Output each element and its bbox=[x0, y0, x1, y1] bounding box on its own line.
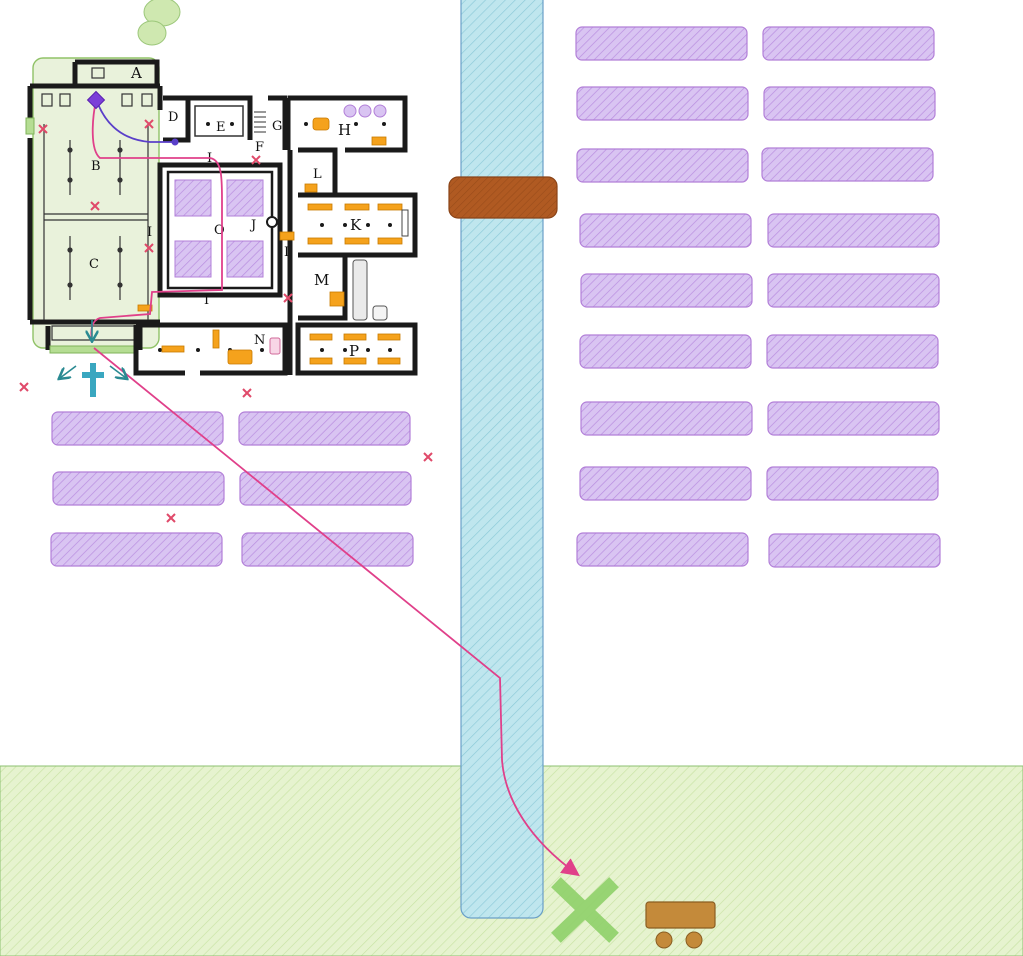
route-purple-end bbox=[171, 138, 179, 146]
plot[interactable] bbox=[576, 86, 749, 121]
plot[interactable] bbox=[768, 533, 941, 568]
plot[interactable] bbox=[766, 334, 939, 369]
room-label-l: L bbox=[313, 167, 322, 182]
x-marker-icon bbox=[144, 243, 154, 253]
plot[interactable] bbox=[51, 411, 224, 446]
x-marker-icon bbox=[19, 382, 29, 392]
monastery-plan: A B C D E F G H I I I I J K L M N O P bbox=[25, 57, 418, 376]
garth-bed[interactable] bbox=[174, 179, 212, 217]
bridge[interactable] bbox=[448, 176, 558, 219]
x-marker-icon bbox=[38, 124, 48, 134]
room-label-c: C bbox=[89, 257, 99, 272]
room-label-b: B bbox=[91, 159, 101, 174]
plot[interactable] bbox=[238, 411, 411, 446]
room-label-d: D bbox=[168, 110, 178, 125]
plot[interactable] bbox=[575, 26, 748, 61]
teal-arrows bbox=[60, 320, 126, 378]
x-marker-icon bbox=[283, 293, 293, 303]
room-label-j: J bbox=[249, 218, 256, 233]
room-label-h: H bbox=[338, 121, 351, 139]
river bbox=[460, 0, 544, 919]
destination-x-icon[interactable] bbox=[551, 877, 619, 943]
x-marker-icon bbox=[423, 452, 433, 462]
room-label-i: I bbox=[147, 225, 152, 240]
hedge bbox=[49, 345, 137, 354]
route-purple[interactable] bbox=[97, 103, 174, 143]
room-label-i: I bbox=[284, 245, 289, 260]
x-marker-icon bbox=[166, 513, 176, 523]
cloister-garth bbox=[166, 170, 274, 290]
x-markers bbox=[19, 119, 433, 523]
purple-diamond-icon[interactable] bbox=[86, 90, 106, 110]
x-marker-icon bbox=[242, 388, 252, 398]
plot[interactable] bbox=[762, 26, 935, 61]
furniture bbox=[137, 117, 403, 365]
plot[interactable] bbox=[576, 532, 749, 567]
christian-cross-icon[interactable] bbox=[82, 363, 104, 397]
bush-top bbox=[137, 0, 181, 46]
x-marker-icon bbox=[90, 201, 100, 211]
x-marker-icon bbox=[251, 155, 261, 165]
plot[interactable] bbox=[580, 401, 753, 436]
room-label-m: M bbox=[314, 271, 329, 289]
plot[interactable] bbox=[579, 213, 752, 248]
plot[interactable] bbox=[766, 466, 939, 501]
plot[interactable] bbox=[579, 466, 752, 501]
garth-bed[interactable] bbox=[174, 240, 212, 278]
plot[interactable] bbox=[761, 147, 934, 182]
cart-icon[interactable] bbox=[645, 901, 716, 949]
plot[interactable] bbox=[767, 401, 940, 436]
room-label-e: E bbox=[216, 120, 226, 135]
h-vats bbox=[343, 104, 387, 118]
plot[interactable] bbox=[767, 213, 940, 248]
plot[interactable] bbox=[579, 334, 752, 369]
plot[interactable] bbox=[239, 471, 412, 506]
cloister-walls bbox=[133, 95, 418, 376]
x-marker-icon bbox=[144, 119, 154, 129]
left-plots bbox=[50, 411, 414, 567]
route-pink-main[interactable] bbox=[93, 347, 580, 877]
room-label-o: O bbox=[214, 223, 225, 238]
plot[interactable] bbox=[50, 532, 223, 567]
garth-bed[interactable] bbox=[226, 179, 264, 217]
room-label-p: P bbox=[349, 342, 359, 360]
plot[interactable] bbox=[52, 471, 225, 506]
room-label-a: A bbox=[130, 64, 142, 82]
room-label-g: G bbox=[272, 119, 282, 134]
plot[interactable] bbox=[576, 148, 749, 183]
stairs bbox=[254, 111, 266, 133]
route-pink-cloister[interactable] bbox=[90, 99, 223, 341]
plot[interactable] bbox=[767, 273, 940, 308]
right-plots bbox=[575, 26, 941, 568]
plot[interactable] bbox=[241, 532, 414, 567]
room-label-k: K bbox=[350, 216, 362, 234]
hedge bbox=[25, 117, 35, 135]
room-label-n: N bbox=[254, 333, 265, 348]
garth-bed[interactable] bbox=[226, 240, 264, 278]
room-label-i: I bbox=[204, 293, 209, 308]
plot[interactable] bbox=[763, 86, 936, 121]
plot[interactable] bbox=[580, 273, 753, 308]
room-label-f: F bbox=[255, 140, 264, 155]
